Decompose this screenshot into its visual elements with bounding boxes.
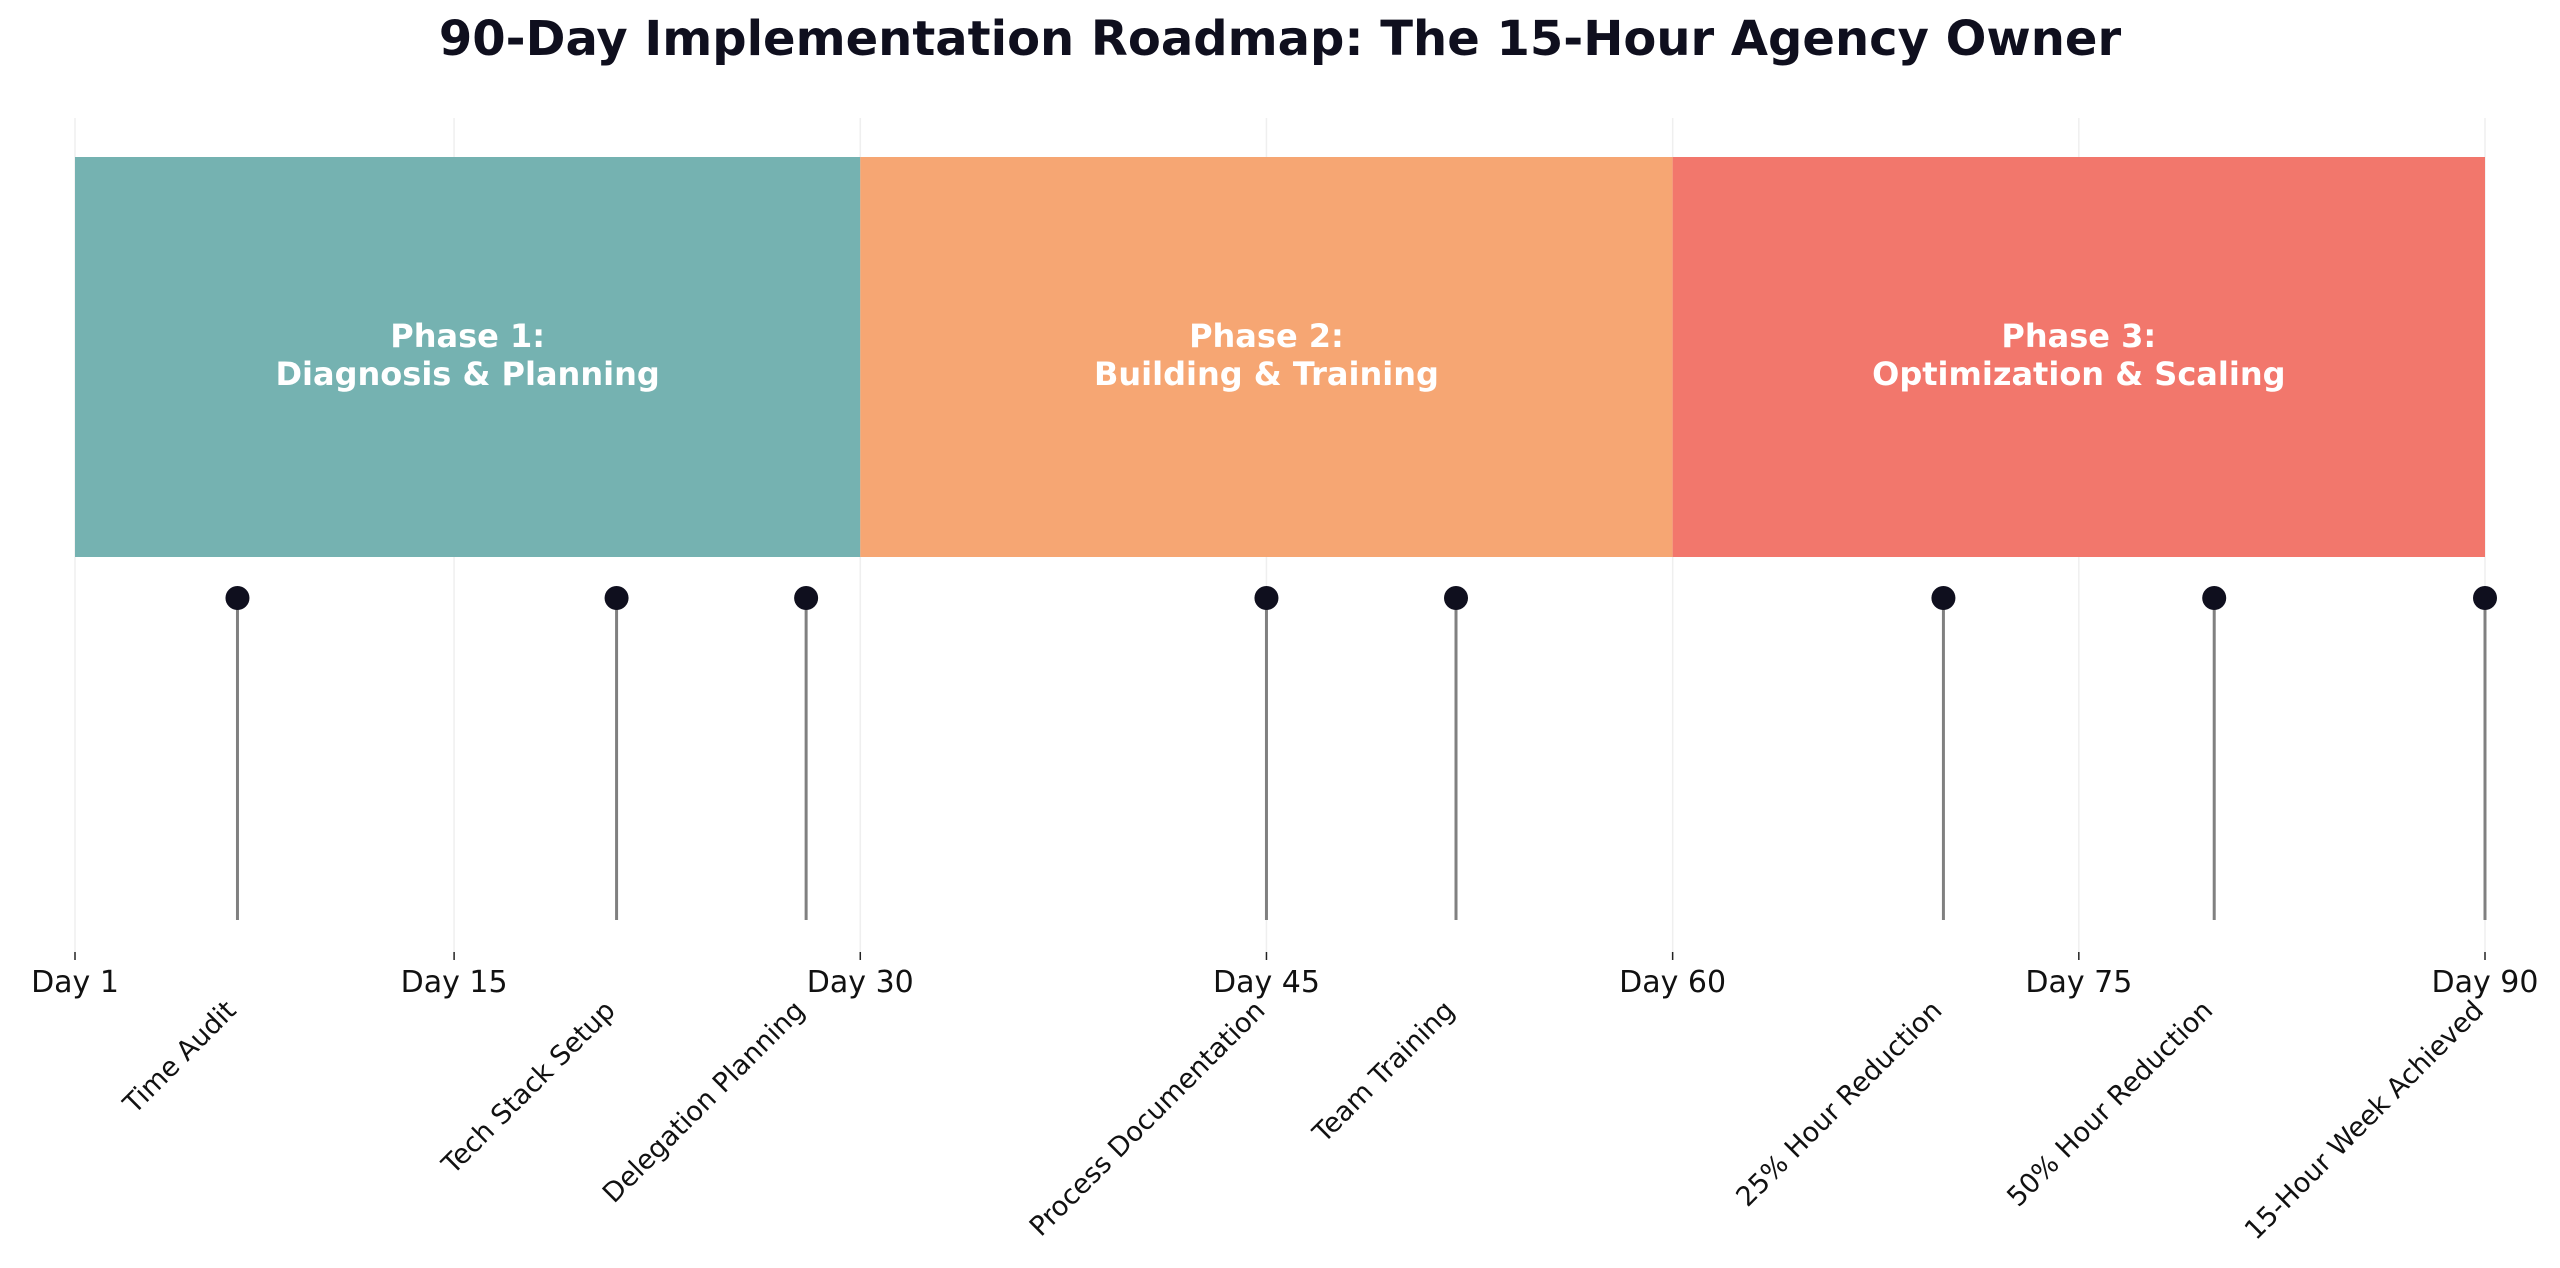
x-tick-label: Day 60 xyxy=(1619,965,1726,1000)
x-tick-label: Day 15 xyxy=(401,965,508,1000)
phase-block xyxy=(1672,157,2485,557)
milestone-marker xyxy=(225,586,250,610)
phase-subtitle: Optimization & Scaling xyxy=(1872,355,2285,393)
milestone-marker xyxy=(1254,586,1279,610)
x-tick-label: Day 90 xyxy=(2432,965,2539,1000)
milestone-label: 15-Hour Week Achieved xyxy=(2239,995,2490,1246)
milestone-label: Time Audit xyxy=(117,995,242,1120)
milestone-marker xyxy=(1444,586,1469,610)
phase-block xyxy=(75,157,861,557)
milestone-marker xyxy=(2202,586,2227,610)
phase-title: Phase 2: xyxy=(1189,317,1344,355)
phase-title: Phase 3: xyxy=(2001,317,2156,355)
chart-title: 90-Day Implementation Roadmap: The 15-Ho… xyxy=(439,11,2122,67)
x-tick-label: Day 30 xyxy=(807,965,914,1000)
milestone-label: Tech Stack Setup xyxy=(436,995,622,1181)
milestone-marker xyxy=(2473,586,2497,610)
milestone-label: Team Training xyxy=(1306,995,1460,1149)
milestone-marker xyxy=(794,586,819,610)
milestone-label: 25% Hour Reduction xyxy=(1730,995,1948,1213)
x-tick-label: Day 45 xyxy=(1213,965,1320,1000)
phase-title: Phase 1: xyxy=(390,317,545,355)
tick-layer: Day 1 Day 15 Day 30 Day 45 Day 60 Day 75 Day 9… xyxy=(31,952,2538,1000)
x-tick-label: Day 1 xyxy=(31,965,119,1000)
x-tick-label: Day 75 xyxy=(2025,965,2132,1000)
phase-subtitle: Diagnosis & Planning xyxy=(275,355,659,393)
milestone-label: Process Documentation xyxy=(1024,995,1272,1243)
phase-subtitle: Building & Training xyxy=(1094,355,1439,393)
phase-layer: Phase 1:Diagnosis & Planning Phase 2:Buil… xyxy=(75,157,2485,557)
milestone-label: Delegation Planning xyxy=(597,995,811,1209)
milestone-label: 50% Hour Reduction xyxy=(2001,995,2219,1213)
milestone-marker xyxy=(604,586,629,610)
phase-block xyxy=(860,157,1673,557)
milestone-marker xyxy=(1931,586,1956,610)
